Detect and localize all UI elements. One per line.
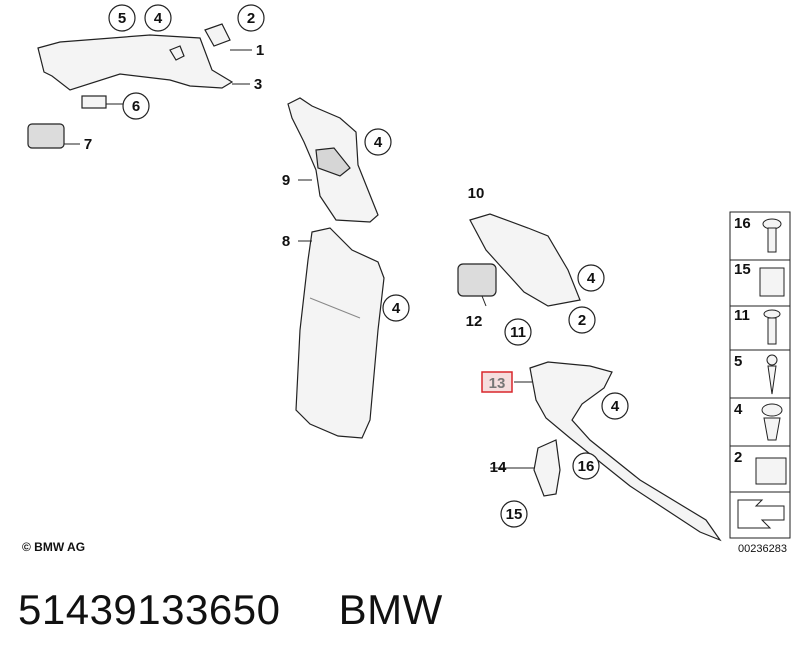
callout-11: 11 [510,324,526,341]
footer: 51439133650 BMW [18,586,443,634]
parts-column-label-11: 11 [734,307,750,324]
parts-column: 16 15 11 5 4 2 [729,211,791,539]
callout-9: 9 [282,172,290,189]
callout-1: 1 [256,42,264,59]
callout-8: 8 [282,233,290,250]
rivet-4-icon [761,403,783,417]
callout-2-mid: 2 [578,312,586,329]
parts-column-label-16: 16 [734,215,751,232]
clip-2-icon [755,457,787,485]
callout-16: 16 [578,458,595,475]
callout-circle-4-pillar [364,128,392,156]
screw-11-icon [763,309,781,319]
brand-name: BMW [338,586,443,633]
callout-circle-15 [500,500,528,528]
part-number: 51439133650 [18,586,281,633]
callout-12: 12 [466,313,483,330]
callout-4-panel: 4 [392,300,401,317]
callout-circle-4-panel [382,294,410,322]
clip-part-2-top [204,23,231,47]
callout-13: 13 [489,375,506,392]
callout-circle-5 [108,4,136,32]
trim-insert [169,45,185,61]
callout-4: 4 [154,10,163,27]
badge-part-7 [27,123,65,149]
pillar-trim-part-9-recess [315,147,351,177]
pillar-panel-part-8 [295,227,385,439]
callout-7: 7 [84,136,92,153]
upper-trim-panel [37,34,234,91]
callout-4-pillar: 4 [374,134,383,151]
callout-circle-6 [122,92,150,120]
parts-column-label-15: 15 [734,261,751,278]
parts-column-label-4: 4 [734,401,743,418]
badge-part-12 [457,263,497,297]
callout-4-low: 4 [611,398,620,415]
screw-5-icon [766,354,778,366]
direction-arrow-icon [737,499,785,529]
callout-14: 14 [490,459,507,476]
callout-circle-4-top [144,4,172,32]
callout-circle-11 [504,318,532,346]
callout-circle-2-mid [568,306,596,334]
clip-15-icon [759,267,785,297]
parts-diagram: 5 4 2 1 3 6 7 4 9 8 4 10 4 12 11 2 13 4 … [27,4,791,542]
copyright-text: © BMW AG [22,540,86,554]
callout-4-mid: 4 [587,270,596,287]
parts-column-label-2: 2 [734,449,742,466]
highlighted-trim-part-13 [529,361,722,542]
parts-column-label-5: 5 [734,353,742,370]
callout-10: 10 [468,185,485,202]
callout-6: 6 [132,98,140,115]
callout-circle-4-mid [577,264,605,292]
callout-15: 15 [506,506,523,523]
bracket-part-6 [81,95,107,109]
callout-circle-4-low [601,392,629,420]
callout-5: 5 [118,10,126,27]
callout-3: 3 [254,76,262,93]
callout-circle-16 [572,452,600,480]
highlight-box-13 [481,371,513,393]
callout-circle-2-top [237,4,265,32]
callout-2: 2 [247,10,255,27]
diagram-id: 00236283 [738,543,787,555]
bracket-part-14 [533,439,561,497]
trim-panel-part-10 [469,213,581,307]
